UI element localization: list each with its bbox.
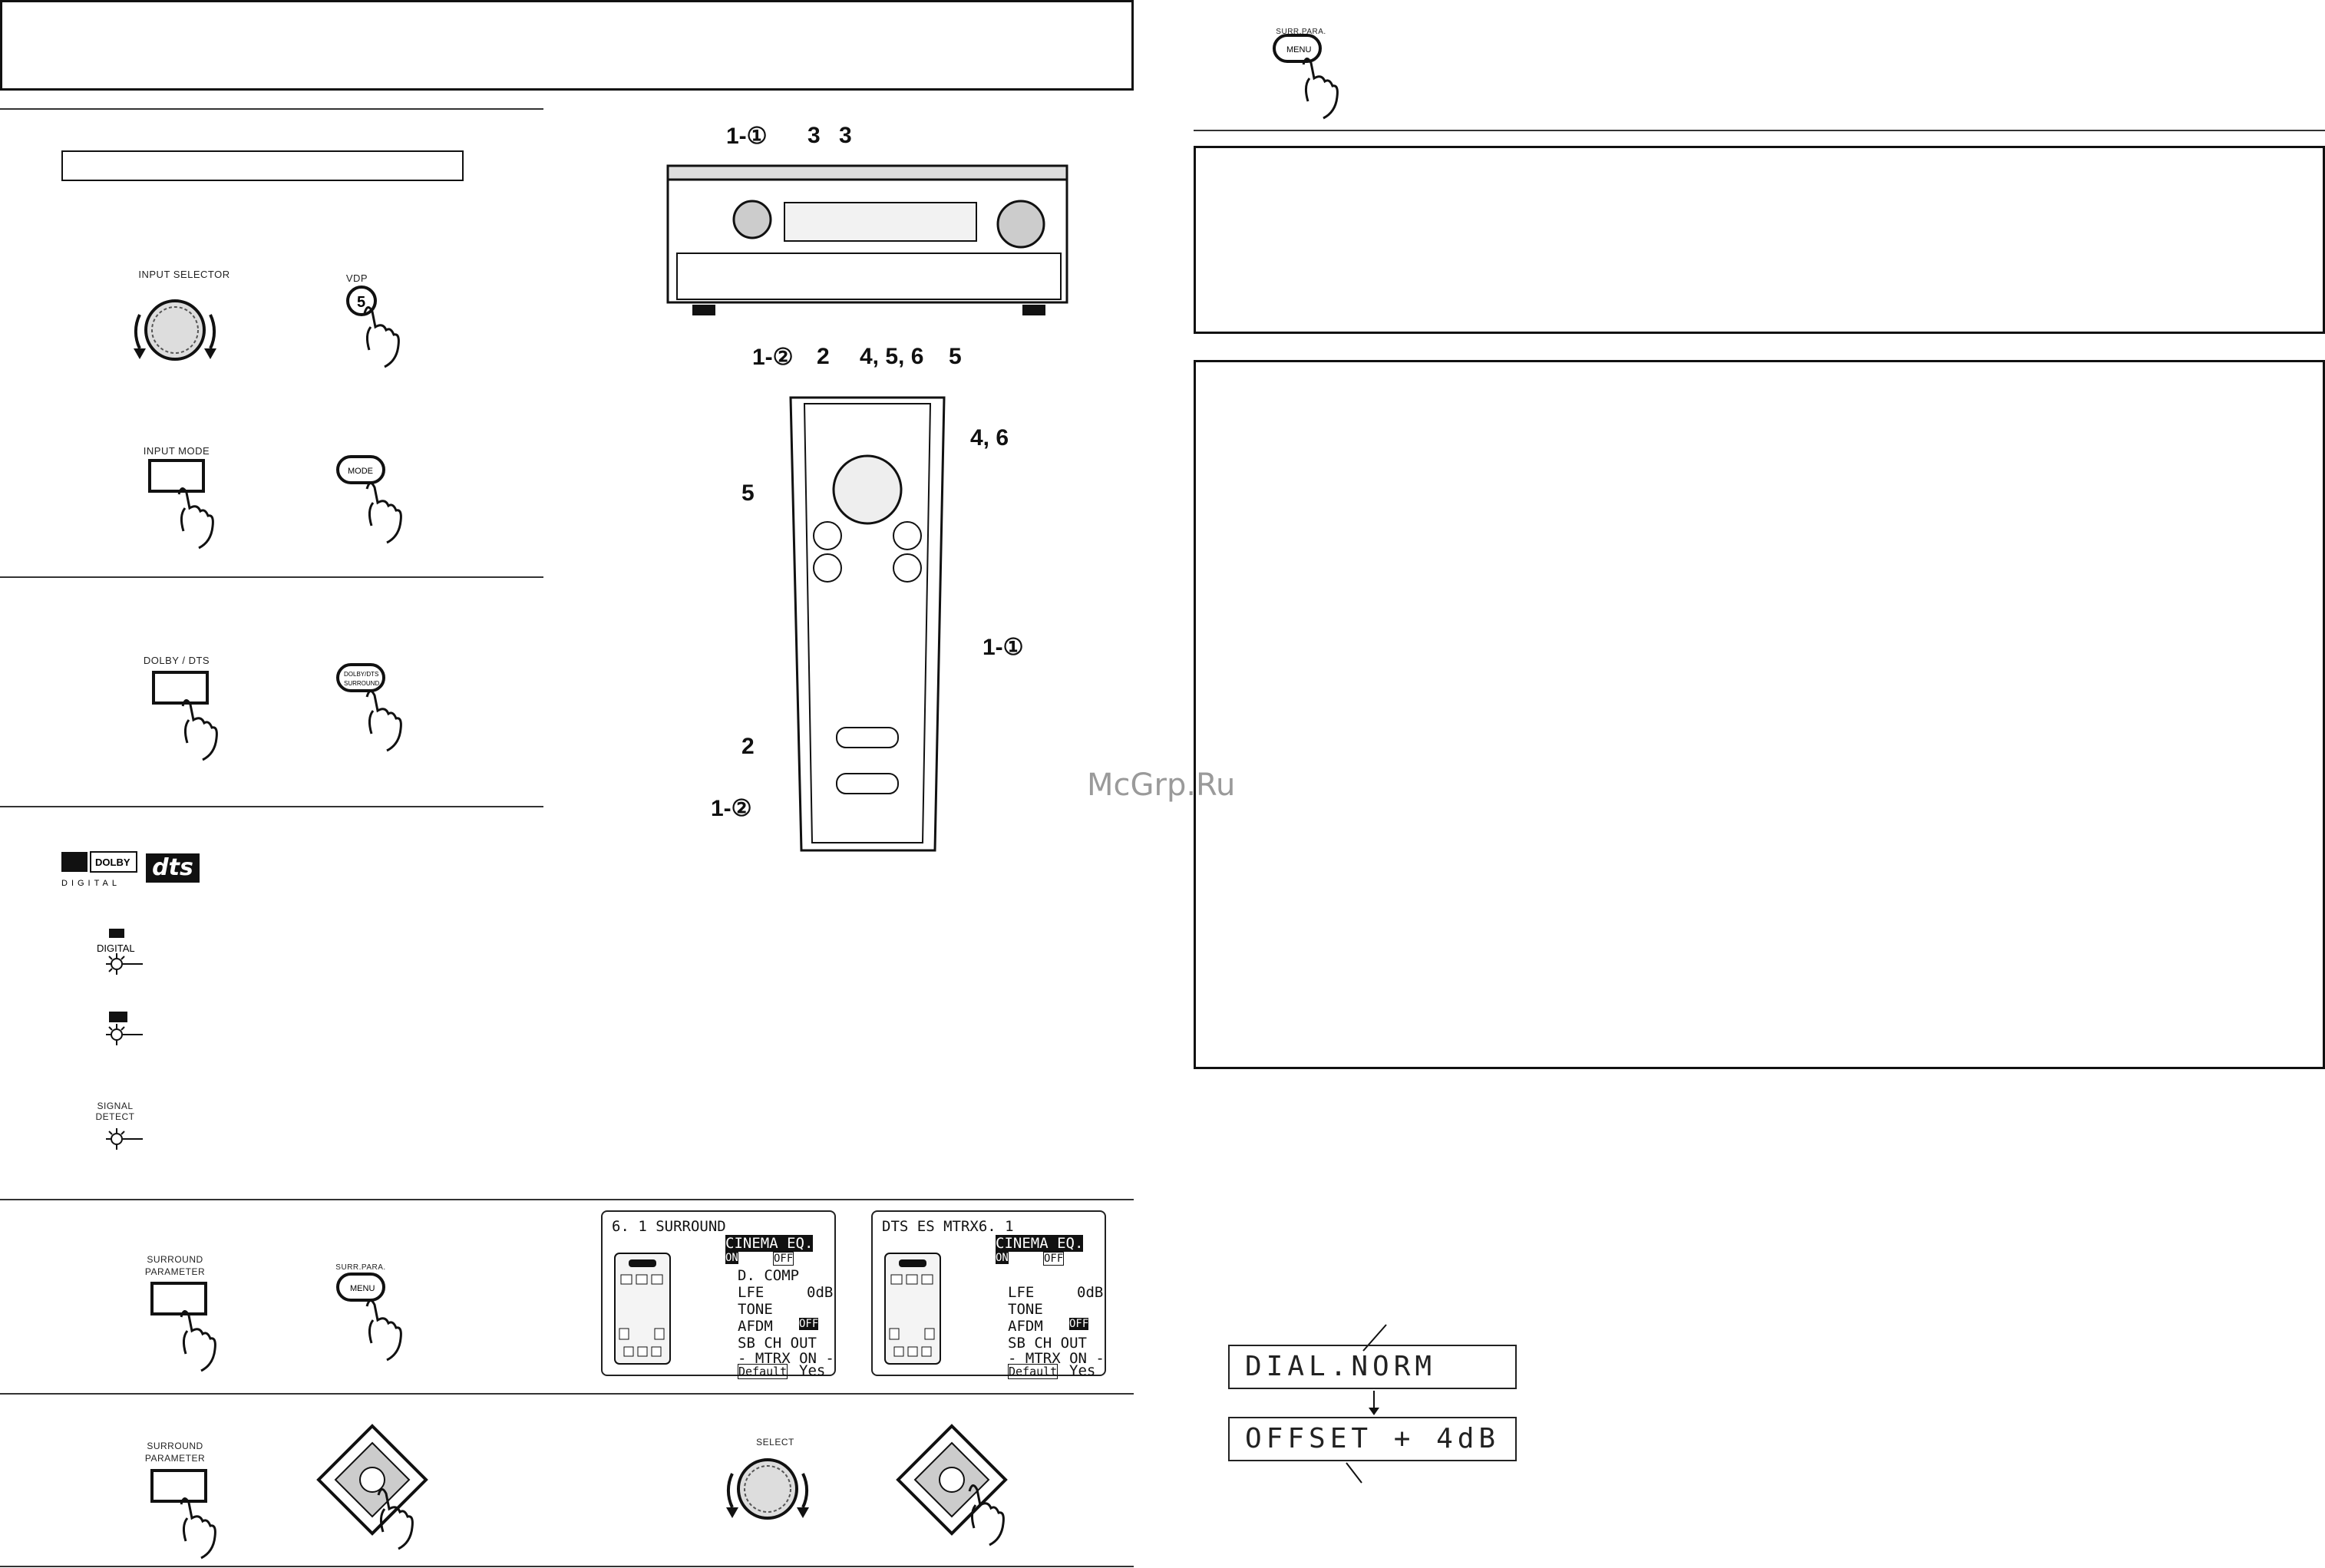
- callout-remote-46: 4, 6: [970, 425, 1009, 451]
- surround-parameter-button-icon-2[interactable]: [150, 1469, 244, 1560]
- receiver-front-panel: [666, 164, 1068, 315]
- screen-right-title: DTS ES MTRX6. 1: [882, 1218, 1014, 1235]
- remote-control: [789, 396, 946, 852]
- dolby-surround-button-icon[interactable]: DOLBY/DTS SURROUND: [336, 663, 422, 752]
- screen-left-sb: SB CH OUT: [738, 1335, 817, 1352]
- input-mode-button-icon[interactable]: [148, 459, 242, 550]
- screen-left-on: ON: [725, 1252, 738, 1264]
- callout-remote-2: 2: [741, 734, 755, 759]
- screen-left-mtrx: - MTRX ON -: [738, 1350, 834, 1367]
- screen-left-off: OFF: [773, 1252, 794, 1266]
- rule-4: [0, 1199, 1134, 1200]
- screen-left-speaker-diagram: [614, 1253, 671, 1365]
- dts-logo: dts: [146, 853, 200, 883]
- dolby-digital-logo: DOLBY DIGITAL: [61, 851, 137, 888]
- rule-1: [0, 108, 543, 110]
- select-label: SELECT: [756, 1437, 794, 1448]
- screen-left-lfe-val: 0dB: [807, 1284, 834, 1301]
- svg-text:MENU: MENU: [1286, 45, 1311, 54]
- rule-3: [0, 806, 543, 807]
- dolby-dts-button-icon[interactable]: [152, 671, 246, 761]
- screen-right-lfe-val: 0dB: [1077, 1284, 1104, 1301]
- digital-text: DIGITAL: [97, 942, 135, 954]
- vdp-label: VDP: [345, 272, 368, 284]
- callout-remote-11: 1-①: [983, 635, 1024, 660]
- surr-para-label-top: SURR.PARA.: [1276, 28, 1326, 36]
- callout-top-1: 1-①: [726, 124, 768, 149]
- screen-right-lfe: LFE: [1008, 1284, 1035, 1301]
- surround-screen-left: 6. 1 SURROUND CINEMA EQ. ON OFF D. COMP …: [601, 1210, 836, 1379]
- screen-left-dcomp: D. COMP: [738, 1267, 800, 1284]
- vdp-button-icon[interactable]: 5: [342, 284, 418, 376]
- screen-right-afdm-off: OFF: [1069, 1318, 1089, 1330]
- input-selector-knob-icon[interactable]: [129, 284, 236, 384]
- cursor-pad-icon-2[interactable]: [897, 1424, 1036, 1556]
- screen-right-yes: Yes: [1069, 1362, 1096, 1379]
- screen-left-title: 6. 1 SURROUND: [612, 1218, 726, 1235]
- rule-6: [0, 1566, 1134, 1567]
- callout-bottom-5: 5: [949, 344, 962, 369]
- mode-button-icon[interactable]: MODE: [336, 455, 422, 544]
- screen-left-yes: Yes: [799, 1362, 826, 1379]
- label-frame: [61, 150, 464, 181]
- screen-left-cinema-eq: CINEMA EQ.: [725, 1235, 814, 1252]
- svg-text:DOLBY/DTS: DOLBY/DTS: [344, 671, 378, 678]
- screen-right-tone: TONE: [1008, 1301, 1043, 1318]
- signal-detect-indicator-icon: [106, 1128, 143, 1150]
- right-frame-2: [1194, 360, 2325, 1069]
- surround-parameter-label-1: SURROUND PARAMETER: [144, 1254, 206, 1277]
- display-arrow-bottom: [1346, 1462, 1362, 1484]
- screen-left-afdm: AFDM: [738, 1318, 773, 1335]
- screen-right-afdm: AFDM: [1008, 1318, 1043, 1335]
- surround-screen-right: DTS ES MTRX6. 1 CINEMA EQ. ON OFF LFE 0d…: [871, 1210, 1106, 1379]
- surr-para-label-1: SURR.PARA.: [335, 1263, 386, 1272]
- screen-right-sb: SB CH OUT: [1008, 1335, 1087, 1352]
- svg-text:5: 5: [357, 294, 365, 311]
- callout-top-3a: 3: [807, 123, 821, 148]
- menu-button-icon-1[interactable]: MENU: [336, 1273, 422, 1362]
- top-left-frame: [0, 0, 1134, 91]
- display-line-2: OFFSET + 4dB: [1228, 1417, 1517, 1461]
- dts-indicator-icon: [106, 1012, 143, 1045]
- input-mode-label: INPUT MODE: [143, 445, 210, 457]
- screen-left-tone: TONE: [738, 1301, 773, 1318]
- screen-right-on: ON: [996, 1252, 1009, 1264]
- screen-right-speaker-diagram: [884, 1253, 941, 1365]
- screen-right-mtrx: - MTRX ON -: [1008, 1350, 1105, 1367]
- surround-parameter-button-icon-1[interactable]: [150, 1282, 244, 1372]
- callout-top-3b: 3: [839, 123, 852, 148]
- screen-left-default: Default: [738, 1364, 788, 1379]
- screen-right-default: Default: [1008, 1364, 1058, 1379]
- callout-bottom-456: 4, 5, 6: [860, 344, 924, 369]
- screen-left-lfe: LFE: [738, 1284, 765, 1301]
- svg-text:DOLBY: DOLBY: [95, 857, 130, 868]
- mode-text: MODE: [348, 467, 373, 476]
- callout-bottom-12: 1-②: [752, 345, 794, 370]
- display-arrow-top: [1362, 1324, 1387, 1352]
- rule-5: [0, 1393, 1134, 1395]
- select-knob-icon[interactable]: [722, 1443, 829, 1543]
- menu-button-icon-top[interactable]: MENU: [1273, 34, 1359, 120]
- callout-remote-5: 5: [741, 480, 755, 506]
- screen-right-cinema-eq: CINEMA EQ.: [996, 1235, 1084, 1252]
- rule-right-top: [1194, 130, 2325, 131]
- rule-2: [0, 576, 543, 578]
- svg-text:DIGITAL: DIGITAL: [61, 879, 121, 888]
- svg-text:SURROUND: SURROUND: [344, 680, 379, 687]
- surround-parameter-label-2: SURROUND PARAMETER: [144, 1441, 206, 1464]
- digital-indicator-icon: DIGITAL: [97, 929, 143, 975]
- display-arrow-mid: [1369, 1391, 1379, 1415]
- input-selector-label: INPUT SELECTOR: [138, 269, 230, 280]
- right-frame-1: [1194, 146, 2325, 334]
- screen-left-afdm-off: OFF: [799, 1318, 819, 1330]
- cursor-pad-icon-1[interactable]: [317, 1424, 457, 1556]
- svg-text:MENU: MENU: [350, 1284, 375, 1293]
- display-line-1: DIAL.NORM: [1228, 1345, 1517, 1389]
- callout-bottom-2: 2: [817, 344, 830, 369]
- screen-right-off: OFF: [1043, 1252, 1065, 1266]
- watermark: McGrp.Ru: [1087, 767, 1236, 803]
- signal-detect-label: SIGNAL DETECT: [95, 1101, 135, 1122]
- callout-remote-12: 1-②: [711, 796, 752, 821]
- dolby-dts-label: DOLBY / DTS: [143, 655, 210, 666]
